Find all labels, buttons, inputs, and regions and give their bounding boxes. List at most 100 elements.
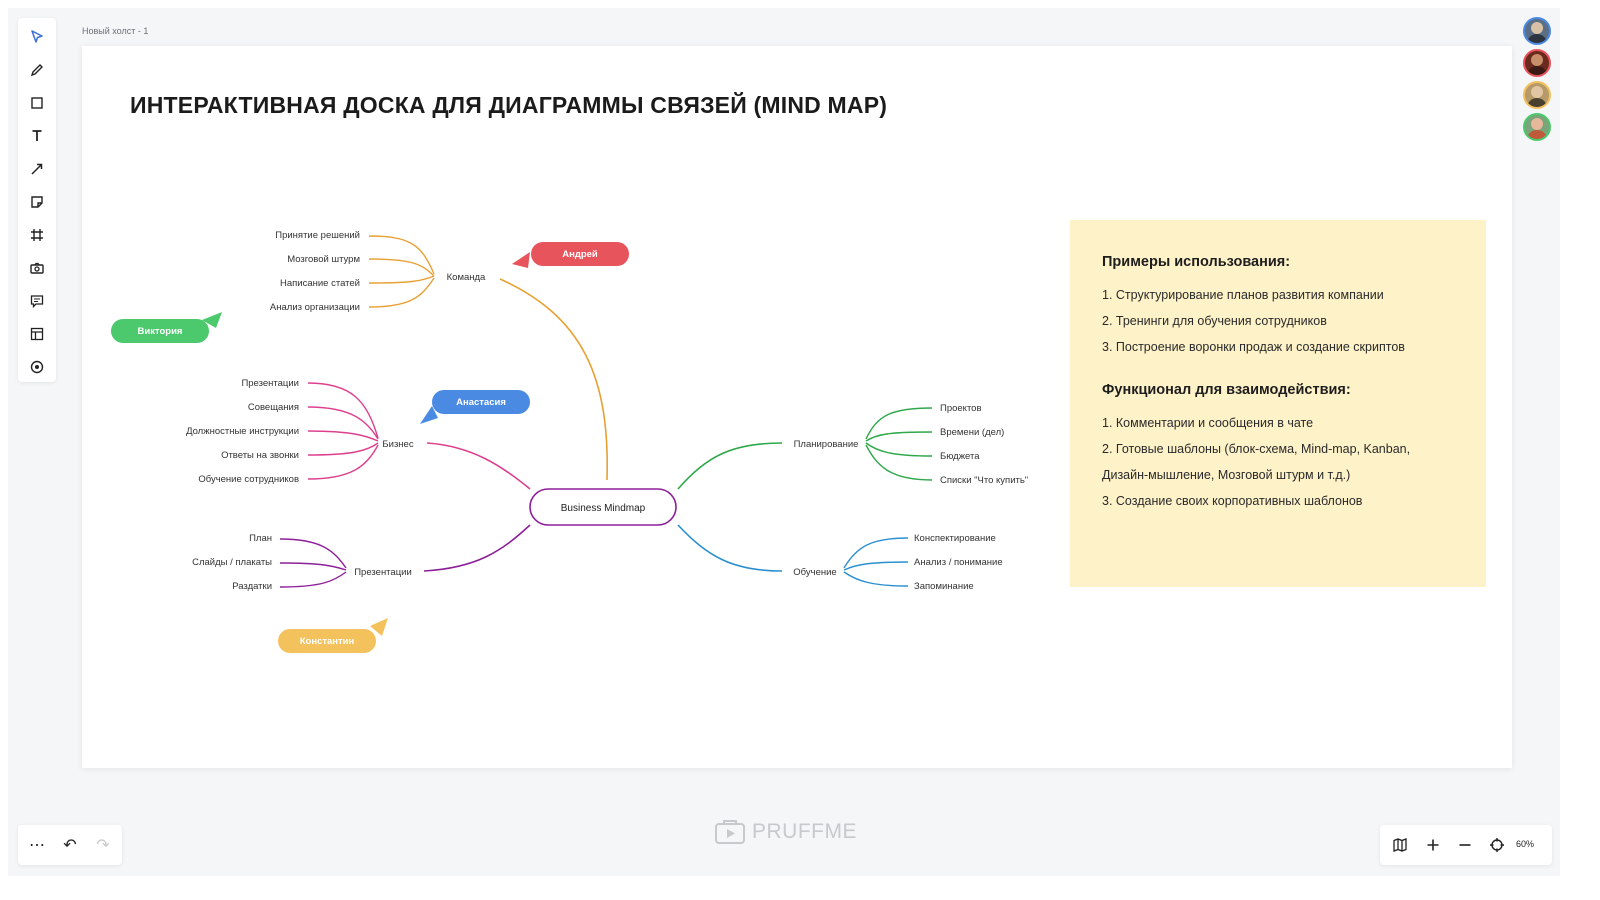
map-button[interactable] (1385, 830, 1415, 860)
leaf-business-1[interactable]: Презентации (241, 378, 299, 389)
avatar-body (1527, 34, 1547, 43)
avatar-face (1531, 118, 1543, 130)
more-button[interactable]: ⋯ (29, 837, 45, 854)
leaf-line (307, 442, 379, 456)
note-item: 1. Комментарии и сообщения в чате (1102, 416, 1314, 430)
leaf-line (307, 430, 379, 442)
user-avatar-4[interactable] (1523, 113, 1551, 141)
zoom-level[interactable]: 60% (1516, 839, 1535, 849)
leaf-presentations-3[interactable]: Раздатки (232, 581, 272, 592)
leaf-planning-2[interactable]: Времени (дел) (940, 427, 1004, 438)
select-tool-button[interactable] (18, 22, 56, 52)
frame-tool-button[interactable] (18, 220, 56, 250)
comment-icon (30, 295, 44, 309)
cursor-tag-konstantin: Константин (278, 629, 376, 653)
brand-name: PRUFFME (752, 820, 857, 843)
leaf-business-4[interactable]: Ответы на звонки (221, 450, 299, 461)
mind-map[interactable]: Business Mindmap Команда Принятие решени… (82, 46, 1512, 768)
branch-line-team (499, 278, 609, 481)
leaf-team-1[interactable]: Принятие решений (275, 230, 360, 241)
sticky-note-tool-button[interactable] (18, 187, 56, 217)
board-title[interactable]: ИНТЕРАКТИВНАЯ ДОСКА ДЛЯ ДИАГРАММЫ СВЯЗЕЙ… (130, 92, 888, 118)
undo-button[interactable]: ↶ (63, 837, 77, 854)
branch-label-learning[interactable]: Обучение (793, 567, 836, 578)
note-item: 2. Тренинги для обучения сотрудников (1102, 314, 1327, 328)
leaf-planning-4[interactable]: Списки "Что купить" (940, 475, 1028, 486)
redo-button[interactable]: ↷ (96, 837, 110, 854)
text-icon (32, 130, 42, 141)
record-tool-button[interactable] (18, 352, 56, 382)
leaf-line (865, 444, 933, 481)
whiteboard[interactable]: ИНТЕРАКТИВНАЯ ДОСКА ДЛЯ ДИАГРАММЫ СВЯЗЕЙ… (82, 46, 1512, 768)
branch-label-team[interactable]: Команда (447, 272, 486, 283)
cursor-tag-victoria: Виктория (111, 319, 209, 343)
user-avatar-1[interactable] (1523, 17, 1551, 45)
branch-line-business (426, 442, 531, 490)
history-toolbar: ⋯ ↶ ↷ (18, 825, 122, 865)
center-view-button[interactable] (1482, 830, 1512, 860)
record-icon (30, 360, 44, 374)
mindmap-center-node[interactable] (529, 488, 677, 526)
leaf-team-2[interactable]: Мозговой штурм (287, 254, 360, 265)
leaf-team-4[interactable]: Анализ организации (270, 302, 360, 313)
note-item: 3. Построение воронки продаж и создание … (1102, 340, 1405, 354)
leaf-business-2[interactable]: Совещания (248, 402, 299, 413)
leaf-line (307, 406, 379, 440)
leaf-planning-1[interactable]: Проектов (940, 403, 982, 414)
leaf-line (865, 442, 933, 457)
leaf-line (368, 275, 435, 284)
branch-label-presentations[interactable]: Презентации (354, 567, 412, 578)
template-tool-button[interactable] (18, 319, 56, 349)
leaf-line (368, 235, 435, 275)
leaf-line (368, 258, 435, 277)
image-tool-button[interactable] (18, 253, 56, 283)
cursor-tag-andrey: Андрей (531, 242, 629, 266)
cursor-icon (31, 30, 43, 43)
leaf-business-5[interactable]: Обучение сотрудников (198, 474, 299, 485)
branch-line-learning (677, 524, 783, 572)
branch-label-planning[interactable]: Планирование (794, 439, 859, 450)
comment-tool-button[interactable] (18, 286, 56, 316)
note-item: 2. Готовые шаблоны (блок-схема, Mind-map… (1102, 442, 1411, 456)
leaf-line (279, 571, 347, 588)
note-item: Дизайн-мышление, Мозговой штурм и т.д.) (1102, 468, 1351, 482)
logo-icon (715, 820, 745, 844)
template-icon (30, 327, 44, 341)
leaf-team-3[interactable]: Написание статей (280, 278, 360, 289)
cursor-arrow-victoria (202, 312, 222, 328)
avatar-body (1527, 66, 1547, 75)
user-avatar-3[interactable] (1523, 81, 1551, 109)
leaf-line (865, 407, 933, 440)
pencil-tool-button[interactable] (18, 55, 56, 85)
leaf-learning-3[interactable]: Запоминание (914, 581, 974, 592)
user-avatar-2[interactable] (1523, 49, 1551, 77)
brand-logo: PRUFFME (714, 818, 857, 846)
sticky-note-icon (31, 196, 43, 208)
frame-icon (31, 229, 43, 241)
text-tool-button[interactable] (18, 121, 56, 151)
cursor-arrow-konstantin (370, 618, 388, 636)
rectangle-icon (31, 97, 43, 109)
canvas-name[interactable]: Новый холст - 1 (82, 26, 149, 36)
leaf-presentations-1[interactable]: План (249, 533, 272, 544)
left-toolbar (18, 18, 56, 382)
leaf-business-3[interactable]: Должностные инструкции (186, 426, 299, 437)
note-item: 3. Создание своих корпоративных шаблонов (1102, 494, 1363, 508)
leaf-line (843, 571, 909, 587)
arrow-tool-button[interactable] (18, 154, 56, 184)
leaf-learning-2[interactable]: Анализ / понимание (914, 557, 1003, 568)
leaf-line (279, 562, 347, 571)
branch-label-business[interactable]: Бизнес (382, 439, 413, 450)
leaf-line (843, 561, 909, 571)
camera-icon (30, 262, 44, 274)
leaf-learning-1[interactable]: Конспектирование (914, 533, 996, 544)
zoom-in-button[interactable] (1418, 830, 1448, 860)
zoom-out-button[interactable] (1450, 830, 1480, 860)
plus-icon (1427, 839, 1439, 851)
shape-tool-button[interactable] (18, 88, 56, 118)
leaf-presentations-2[interactable]: Слайды / плакаты (192, 557, 272, 568)
leaf-line (307, 382, 379, 439)
arrow-icon (31, 163, 43, 175)
leaf-planning-3[interactable]: Бюджета (940, 451, 980, 462)
sticky-note-panel[interactable]: Примеры использования: 1. Структурирован… (1070, 220, 1486, 587)
